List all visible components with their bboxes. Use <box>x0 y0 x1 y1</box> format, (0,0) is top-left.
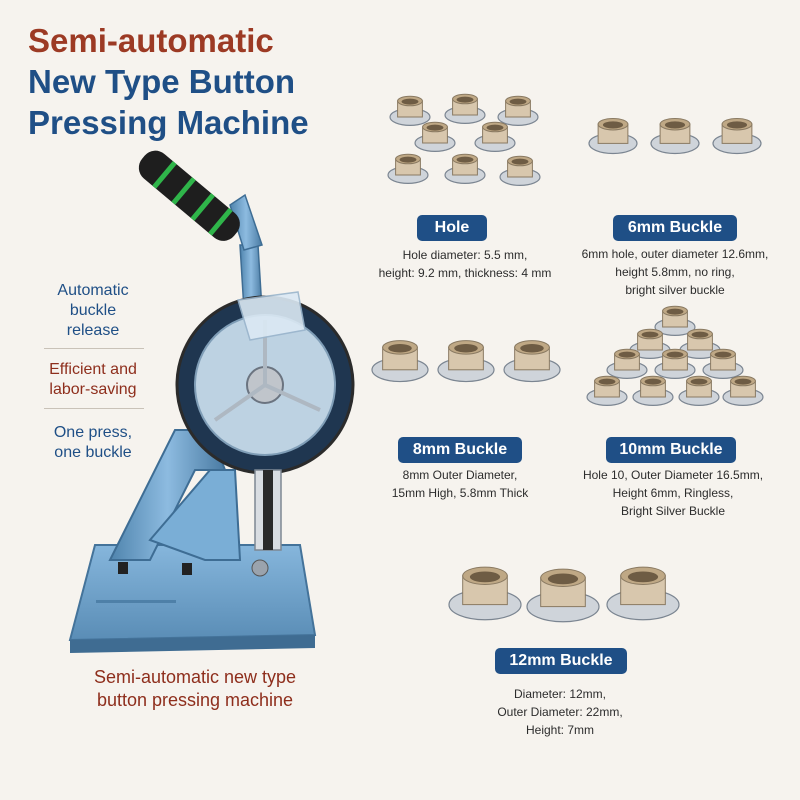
eyelet <box>702 348 744 379</box>
label-8mm: 8mm Buckle <box>398 437 522 463</box>
eyelet <box>444 153 486 184</box>
machine-caption: Semi-automatic new type button pressing … <box>60 666 330 712</box>
desc-10mm: Hole 10, Outer Diameter 16.5mm, Height 6… <box>568 466 778 520</box>
feature-divider <box>44 348 144 349</box>
hole-eyelets-image <box>387 93 541 186</box>
12mm-eyelets-image <box>448 566 680 623</box>
feature-text: one buckle <box>54 444 132 461</box>
eyelet <box>678 375 720 406</box>
feature-text: Automatic <box>57 282 129 299</box>
feature-text: Efficient and <box>49 361 137 378</box>
eyelet <box>606 566 680 621</box>
eyelet <box>606 348 648 379</box>
8mm-eyelets-image <box>371 340 561 383</box>
label-10mm: 10mm Buckle <box>606 437 736 463</box>
desc-line: 8mm Outer Diameter, <box>402 468 518 482</box>
eyelet <box>499 155 541 186</box>
label-6mm: 6mm Buckle <box>613 215 737 241</box>
eyelet <box>437 340 495 383</box>
title-line-1: Semi-automatic <box>28 22 274 59</box>
machine-base <box>68 544 317 642</box>
desc-line: Height: 7mm <box>525 723 595 737</box>
eyelet <box>414 121 456 152</box>
10mm-eyelets-image <box>586 305 764 406</box>
desc-12mm: Diameter: 12mm, Outer Diameter: 22mm, He… <box>470 685 650 739</box>
die <box>251 559 269 577</box>
desc-hole: Hole diameter: 5.5 mm, height: 9.2 mm, t… <box>360 246 570 282</box>
eyelet <box>497 95 539 126</box>
eyelet <box>389 95 431 126</box>
desc-line: height 5.8mm, no ring, <box>615 265 735 279</box>
eyelet <box>632 375 674 406</box>
eyelet <box>712 117 762 155</box>
eyelet <box>679 328 721 359</box>
title-line-2: New Type Button <box>28 63 296 100</box>
eyelet <box>654 348 696 379</box>
desc-line: 15mm High, 5.8mm Thick <box>391 486 529 500</box>
label-12mm: 12mm Buckle <box>495 648 627 674</box>
label-hole: Hole <box>417 215 487 241</box>
feature-text: buckle <box>69 302 117 319</box>
caption-line: button pressing machine <box>96 690 294 710</box>
feature-one-press: One press, one buckle <box>28 423 158 463</box>
caption-line: Semi-automatic new type <box>93 667 297 687</box>
desc-line: 6mm hole, outer diameter 12.6mm, <box>581 247 769 261</box>
eyelet <box>526 568 600 623</box>
eyelet <box>586 375 628 406</box>
lever-arm <box>229 193 263 251</box>
feature-auto-release: Automatic buckle release <box>28 281 158 341</box>
desc-line: Outer Diameter: 22mm, <box>497 705 623 719</box>
base-groove <box>96 600 176 603</box>
desc-line: Diameter: 12mm, <box>513 687 607 701</box>
desc-6mm: 6mm hole, outer diameter 12.6mm, height … <box>568 245 782 299</box>
eyelet <box>629 328 671 359</box>
desc-line: Height 6mm, Ringless, <box>612 486 734 500</box>
title-line-3: Pressing Machine <box>28 104 309 141</box>
feature-text: labor-saving <box>49 381 137 398</box>
desc-line: Bright Silver Buckle <box>620 504 726 518</box>
eyelet <box>448 566 522 621</box>
hopper <box>237 291 306 341</box>
desc-line: Hole 10, Outer Diameter 16.5mm, <box>582 468 764 482</box>
feature-divider <box>44 408 144 409</box>
eyelet <box>650 117 700 155</box>
feature-efficient: Efficient and labor-saving <box>28 360 158 400</box>
6mm-eyelets-image <box>588 117 762 155</box>
eyelet <box>371 340 429 383</box>
page-title: Semi-automatic New Type Button Pressing … <box>28 20 358 143</box>
machine-base-edge <box>70 635 315 653</box>
feature-text: release <box>66 322 120 339</box>
desc-line: Hole diameter: 5.5 mm, <box>402 248 528 262</box>
machine-frame-inner <box>148 469 242 561</box>
eyelet <box>444 93 486 124</box>
eyelet <box>588 117 638 155</box>
eyelet <box>387 153 429 184</box>
desc-line: bright silver buckle <box>625 283 725 297</box>
handle-grip <box>138 150 240 241</box>
eyelet <box>654 305 696 336</box>
desc-8mm: 8mm Outer Diameter, 15mm High, 5.8mm Thi… <box>360 466 560 502</box>
eyelet <box>503 340 561 383</box>
eyelet <box>474 121 516 152</box>
eyelet <box>722 375 764 406</box>
desc-line: height: 9.2 mm, thickness: 4 mm <box>378 266 552 280</box>
feature-text: One press, <box>53 424 133 441</box>
